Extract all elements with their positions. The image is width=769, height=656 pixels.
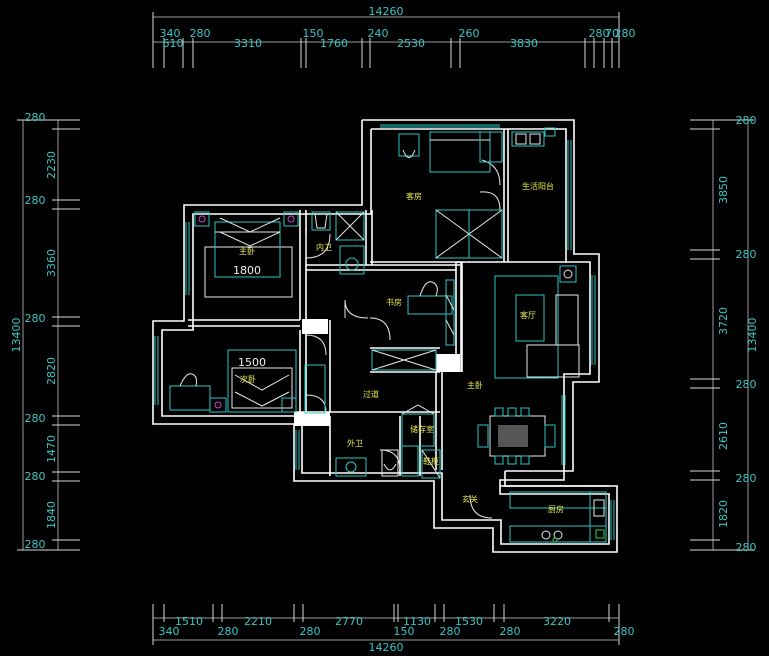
top-dim-1: 340 [160,27,181,40]
kitchen-fixtures [509,491,607,543]
bottom-total-dimension: 14260 [369,641,404,654]
guest-bath-fixtures [335,404,435,477]
left-dim-11: 280 [25,538,46,551]
bottom-dim-7: 150 [394,625,415,638]
right-dim-6: 2610 [717,422,730,450]
left-dim-7: 280 [25,412,46,425]
right-dim-7: 280 [736,472,757,485]
bottom-dim-13: 280 [614,625,635,638]
left-dim-2: 2230 [45,151,58,179]
top-total-dimension: 14260 [369,5,404,18]
master-bed [194,211,299,298]
left-total-dimension: 13400 [10,318,23,353]
right-dim-3: 280 [736,248,757,261]
bottom-dim-2: 1510 [175,615,203,628]
left-dim-5: 280 [25,312,46,325]
label-service-balcony: 生活阳台 [522,181,554,191]
top-dim-8: 2530 [397,37,425,50]
bottom-dim-12: 3220 [543,615,571,628]
label-study: 书房 [386,297,402,307]
right-dim-1: 280 [736,114,757,127]
balcony-fixtures [511,127,556,147]
guest-room-furniture [398,131,503,259]
bottom-dim-10: 1530 [455,615,483,628]
top-dim-10: 3830 [510,37,538,50]
label-dining: 主卧 [467,380,483,390]
top-dim-9: 260 [459,27,480,40]
right-dimension-chain: 280 3850 280 3720 13400 280 2610 280 182… [690,114,759,554]
interior-walls [188,129,609,487]
exterior-walls [152,119,618,553]
doors [305,159,501,519]
bottom-dim-6: 2770 [335,615,363,628]
label-ensuite-bath: 内卫 [316,242,332,252]
shoe-cabinet [421,449,441,479]
label-master-bedroom: 主卧 [239,246,255,256]
top-dim-6: 1760 [320,37,348,50]
dining-table [477,407,556,465]
label-corridor: 过道 [363,389,379,399]
label-storage: 储存室 [410,424,434,434]
room-labels: 客房 生活阳台 主卧 内卫 书房 客厅 次卧 过道 主卧 外卫 储存室 鞋柜 玄… [233,181,564,514]
label-entrance: 玄关 [462,494,478,504]
bottom-dim-11: 280 [500,625,521,638]
label-cabinet: 鞋柜 [423,456,439,466]
left-dim-8: 1470 [45,435,58,463]
bottom-dim-5: 280 [300,625,321,638]
top-dim-2: 610 [163,37,184,50]
bottom-dim-1: 340 [159,625,180,638]
top-dim-4: 3310 [234,37,262,50]
right-dim-4: 3720 [717,307,730,335]
top-dim-3: 280 [190,27,211,40]
right-total-dimension: 13400 [746,318,759,353]
bottom-dimension-chain: 340 1510 280 2210 280 2770 150 1130 280 … [152,604,635,654]
second-bed [169,349,326,414]
ensuite-fixtures [311,211,365,275]
bottom-dim-9: 280 [440,625,461,638]
right-dim-9: 280 [736,541,757,554]
label-living-room: 客厅 [520,310,536,320]
top-dim-13: 280 [615,27,636,40]
label-guest-room: 客房 [406,191,422,201]
left-dim-9: 280 [25,470,46,483]
structural-columns [294,319,460,426]
bottom-dim-4: 2210 [244,615,272,628]
label-guest-bath: 外卫 [347,438,363,448]
top-dim-12: 70 [605,27,619,40]
left-dimension-chain: 13400 280 2230 280 3360 280 2820 280 147… [10,111,80,551]
right-dim-2: 3850 [717,176,730,204]
label-second-bed-size: 1500 [238,356,266,369]
study-furniture [371,279,455,371]
living-room-furniture [494,265,580,379]
top-dim-11: 280 [589,27,610,40]
left-dim-6: 2820 [45,357,58,385]
top-dim-5: 150 [303,27,324,40]
bottom-dim-3: 280 [218,625,239,638]
right-dim-5: 280 [736,378,757,391]
label-second-bedroom: 次卧 [240,374,256,384]
left-dim-10: 1840 [45,501,58,529]
left-dim-4: 3360 [45,249,58,277]
windows [154,124,615,540]
bottom-dim-8: 1130 [403,615,431,628]
left-dim-3: 280 [25,194,46,207]
label-kitchen: 厨房 [548,504,564,514]
right-dim-8: 1820 [717,500,730,528]
top-dimension-chain: 14260 340 610 280 3310 150 1760 240 2530… [152,5,636,68]
left-dim-1: 280 [25,111,46,124]
top-dim-7: 240 [368,27,389,40]
label-master-bed-size: 1800 [233,264,261,277]
